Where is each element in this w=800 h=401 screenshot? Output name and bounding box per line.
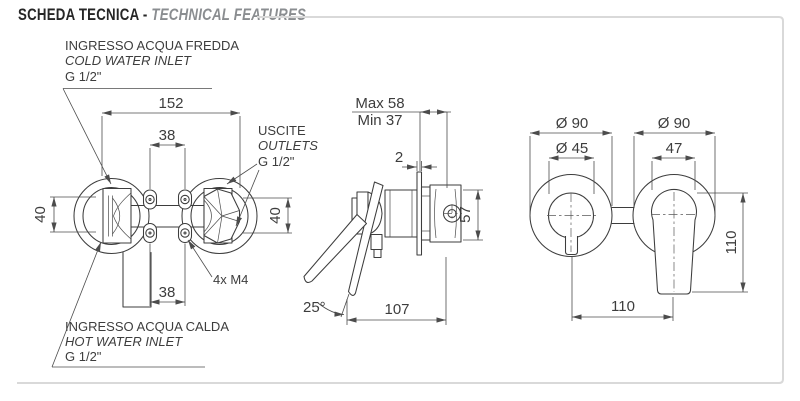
right-escutcheon-outer-circle (181, 177, 258, 255)
label-cold-inlet-line3: G 1/2" (65, 69, 102, 84)
label-screws: 4x M4 (213, 272, 248, 287)
dim-spacing: 110 (611, 298, 635, 315)
mounting-lugs (142, 189, 193, 244)
wall-plate (416, 171, 423, 256)
lever-angle-arc (317, 302, 345, 317)
label-outlets-line2: OUTLETS (258, 138, 318, 153)
lever-closed-position (347, 181, 384, 296)
dim-height: 110 (723, 231, 740, 255)
label-cold-inlet-line1: INGRESSO ACQUA FREDDA (65, 38, 239, 53)
label-hot-inlet-line3: G 1/2" (65, 349, 102, 364)
dim-length: 107 (384, 301, 409, 318)
side-view-body (303, 171, 462, 296)
dim-right-height: 40 (267, 207, 284, 224)
trim-view: Ø 90 Ø 90 Ø 45 47 110 (529, 115, 748, 321)
dim-overall-width: 152 (158, 95, 183, 112)
lever-open-position (303, 213, 368, 284)
trim-connector (611, 206, 635, 225)
outlet-leader-bottom (235, 169, 260, 227)
dim-depth-min: Min 37 (357, 112, 402, 129)
front-view-dimensions: 152 38 40 40 38 (32, 95, 292, 306)
trim-view-dimensions: Ø 90 Ø 90 Ø 45 47 110 (529, 115, 748, 321)
page-frame (17, 16, 784, 384)
left-valve-body (102, 187, 132, 244)
page-title: SCHEDA TECNICA -TECHNICAL FEATURES (18, 5, 306, 25)
mixer-bar (130, 204, 205, 228)
dim-right-diameter: Ø 90 (658, 115, 691, 132)
left-escutcheon-inner-circle (82, 186, 141, 246)
right-valve-body (203, 187, 241, 244)
dim-handle-width: 47 (666, 140, 683, 157)
outlet-leader-top (226, 163, 258, 185)
side-view: Max 58 Min 37 2 57 25° (303, 95, 483, 325)
side-view-dimensions: Max 58 Min 37 2 57 25° (303, 95, 483, 325)
front-view: 152 38 40 40 38 INGRESSO A (32, 38, 318, 368)
dim-left-diameter: Ø 90 (556, 115, 589, 132)
label-hot-inlet-line1: INGRESSO ACQUA CALDA (65, 319, 229, 334)
dim-left-height: 40 (32, 206, 49, 223)
left-escutcheon-outer-circle (73, 177, 150, 255)
dim-body-height: 57 (457, 206, 474, 223)
right-escutcheon-inner-circle (190, 186, 249, 246)
label-outlets-line1: USCITE (258, 123, 306, 138)
title-english: TECHNICAL FEATURES (151, 5, 307, 24)
m4-screws (145, 194, 190, 238)
mixer-handle (650, 188, 698, 295)
dim-lever-angle: 25° (303, 299, 326, 316)
label-outlets-line3: G 1/2" (258, 154, 295, 169)
dim-depth-max: Max 58 (355, 95, 404, 112)
dim-top-spacing: 38 (159, 127, 176, 144)
screws-leader (187, 239, 213, 278)
hot-inlet-leader (51, 241, 102, 368)
front-view-labels: INGRESSO ACQUA FREDDA COLD WATER INLET G… (51, 38, 318, 368)
title-italian: SCHEDA TECNICA - (18, 5, 148, 24)
cold-inlet-leader (62, 88, 112, 185)
hot-water-pipe (122, 251, 152, 308)
label-cold-inlet-line2: COLD WATER INLET (65, 53, 192, 68)
label-hot-inlet-line2: HOT WATER INLET (65, 334, 183, 349)
dim-inner-diameter: Ø 45 (556, 140, 589, 157)
dim-plate-thickness: 2 (395, 149, 403, 166)
dim-bottom-spacing: 38 (159, 284, 176, 301)
diverter-knob (564, 236, 579, 256)
